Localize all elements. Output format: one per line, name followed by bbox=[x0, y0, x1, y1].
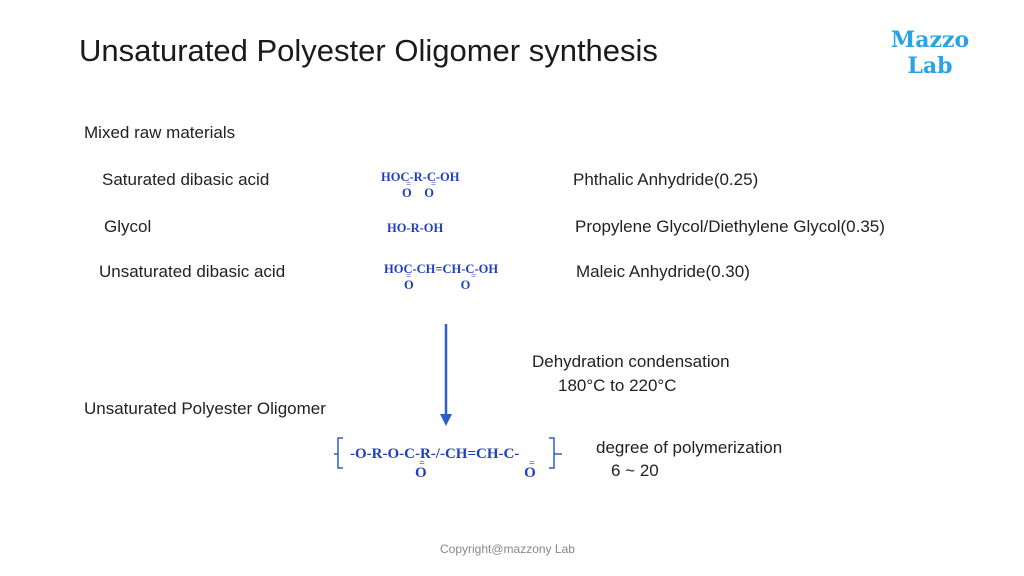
material-name-saturated-acid: Saturated dibasic acid bbox=[102, 170, 270, 189]
double-bond-mark: = bbox=[431, 179, 437, 189]
formula-unsaturated-acid-oxygens: O O bbox=[404, 278, 471, 292]
oligomer-label: Unsaturated Polyester Oligomer bbox=[84, 399, 326, 418]
polymer-brackets bbox=[334, 437, 562, 469]
formula-saturated-acid: HOC-R-C-OH bbox=[381, 170, 460, 184]
product-unsaturated-acid: Maleic Anhydride(0.30) bbox=[576, 262, 750, 281]
double-bond-mark: = bbox=[406, 271, 412, 281]
material-name-unsaturated-acid: Unsaturated dibasic acid bbox=[99, 262, 286, 281]
double-bond-mark: = bbox=[529, 458, 535, 469]
reaction-label: Dehydration condensation bbox=[532, 352, 730, 371]
reaction-temperature: 180°C to 220°C bbox=[558, 376, 677, 395]
mixed-raw-materials-label: Mixed raw materials bbox=[84, 123, 236, 142]
page-title: Unsaturated Polyester Oligomer synthesis bbox=[79, 33, 658, 68]
product-saturated-acid: Phthalic Anhydride(0.25) bbox=[573, 170, 759, 189]
double-bond-mark: = bbox=[406, 179, 412, 189]
formula-unsaturated-acid: HOC-CH=CH-C-OH bbox=[384, 262, 499, 276]
product-glycol: Propylene Glycol/Diethylene Glycol(0.35) bbox=[575, 217, 885, 236]
logo-line-2: Lab bbox=[907, 53, 953, 79]
mazzo-lab-logo: Mazzo Lab bbox=[886, 27, 974, 79]
polymerization-value: 6 ~ 20 bbox=[611, 461, 659, 480]
material-name-glycol: Glycol bbox=[104, 217, 152, 236]
polymer-formula: -O-R-O-C-R-/-CH=CH-C- bbox=[350, 446, 520, 462]
formula-saturated-acid-oxygens: O O bbox=[402, 186, 434, 200]
polymer-formula-oxygens: O O bbox=[415, 465, 536, 481]
copyright-notice: Copyright@mazzony Lab bbox=[440, 542, 575, 556]
logo-line-1: Mazzo bbox=[890, 27, 970, 53]
formula-glycol: HO-R-OH bbox=[387, 221, 444, 235]
polymerization-label: degree of polymerization bbox=[596, 438, 783, 457]
double-bond-mark: = bbox=[471, 271, 477, 281]
double-bond-mark: = bbox=[419, 458, 425, 469]
reaction-arrow bbox=[440, 324, 452, 426]
